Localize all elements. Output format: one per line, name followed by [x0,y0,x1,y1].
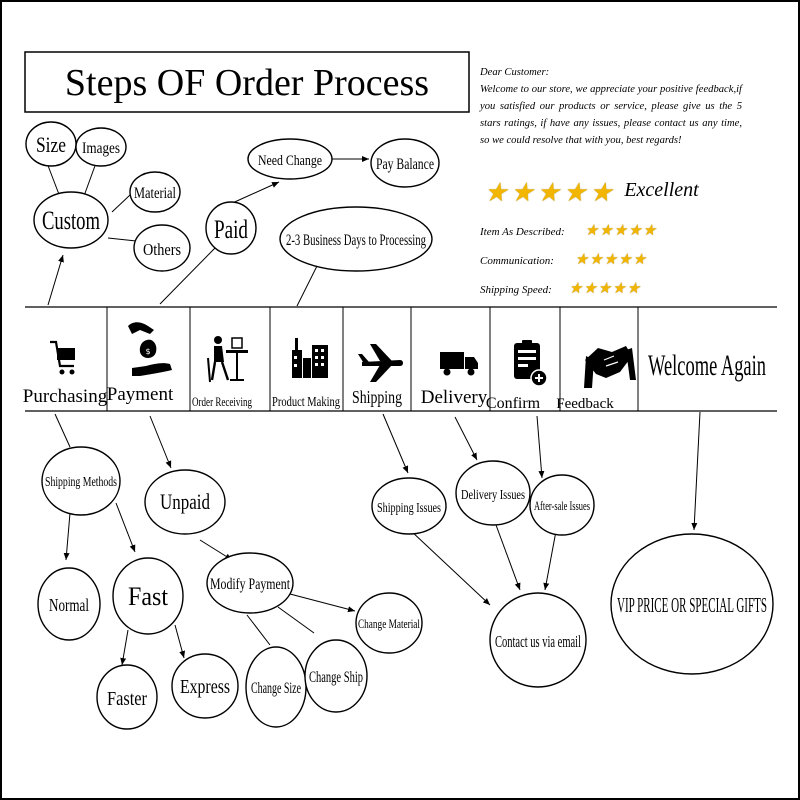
star-icon: ★ [562,178,587,207]
rating-label: Shipping Speed: [480,284,552,296]
star-icon: ★ [618,252,632,268]
step-label-feedback: Feedback [556,396,614,412]
node-faster: Faster [107,688,147,710]
star-icon: ★ [583,281,597,297]
rating-stars: ★★★★★ [568,281,641,297]
node-unpaid: Unpaid [160,489,210,514]
node-aftersale-issues: After-sale Issues [534,498,590,513]
node-need-change: Need Change [258,153,322,169]
svg-text:$: $ [145,347,150,356]
star-icon: ★ [536,178,560,207]
node-contact-email: Contact us via email [495,632,581,651]
airplane-icon [358,344,403,382]
overall-star-row: ★★★★★ [484,178,616,207]
step-label-delivery: Delivery [421,387,488,408]
node-vip-gifts: VIP PRICE OR SPECIAL GIFTS [617,593,767,617]
connectors-top [46,156,369,307]
overall-rating: ★★★★★ Excellent [484,178,699,208]
node-images: Images [82,140,120,157]
payment-hand-icon: $ [128,322,172,376]
node-paid: Paid [214,215,248,244]
overall-rating-label: Excellent [624,179,699,201]
star-icon: ★ [599,223,613,239]
star-icon: ★ [589,252,603,268]
node-shipping-issues: Shipping Issues [377,501,441,516]
node-change-size: Change Size [251,680,301,697]
truck-icon [440,352,478,376]
letter-greeting: Dear Customer: [480,67,550,78]
star-icon: ★ [613,223,628,239]
step-label-payment: Payment [107,384,174,405]
step-label-product-making: Product Making [272,395,340,410]
node-normal: Normal [49,595,89,615]
node-processing-time: 2-3 Business Days to Processing [286,232,426,249]
rating-item-described: Item As Described: ★★★★★ [480,221,657,240]
star-icon: ★ [612,281,626,297]
rating-stars: ★★★★★ [574,252,647,268]
node-delivery-issues: Delivery Issues [461,488,525,503]
step-label-confirm: Confirm [486,395,541,412]
letter-body: Welcome to our store, we appreciate your… [480,84,742,146]
ellipse-nodes [25,121,774,730]
star-icon: ★ [642,223,657,239]
star-icon: ★ [632,252,647,268]
page-title: Steps OF Order Process [65,62,429,104]
star-icon: ★ [589,178,613,207]
node-size: Size [36,132,66,157]
node-custom: Custom [42,206,100,235]
node-change-ship: Change Ship [309,669,363,686]
shopping-cart-icon [50,340,75,375]
star-icon: ★ [597,281,612,297]
title-box: Steps OF Order Process [24,51,470,113]
rating-communication: Communication: ★★★★★ [480,250,647,269]
node-change-material: Change Material [358,616,420,631]
step-label-welcome-again: Welcome Again [648,349,766,382]
star-icon: ★ [628,223,642,239]
node-express: Express [180,676,230,698]
customer-letter: Dear Customer: Welcome to our store, we … [480,64,742,149]
star-icon: ★ [626,281,641,297]
node-material: Material [134,185,176,202]
node-others: Others [143,240,181,259]
star-icon: ★ [574,252,589,268]
step-label-order-receiving: Order Receiving [192,394,252,409]
rating-label: Communication: [480,255,554,267]
node-pay-balance: Pay Balance [376,156,434,173]
star-icon: ★ [510,178,534,207]
step-label-purchasing: Purchasing [23,386,108,407]
star-icon: ★ [484,178,508,207]
star-icon: ★ [603,252,618,268]
node-shipping-methods: Shipping Methods [45,475,117,490]
rating-label: Item As Described: [480,226,565,238]
handshake-icon [584,346,636,388]
rating-shipping-speed: Shipping Speed: ★★★★★ [480,279,641,298]
factory-icon [292,338,328,378]
connectors-bottom [54,411,701,666]
office-worker-icon [207,336,248,383]
timeline-dividers [106,307,639,411]
node-modify-payment: Modify Payment [210,576,290,593]
star-icon: ★ [568,281,583,297]
rating-stars: ★★★★★ [584,223,657,239]
step-label-shipping: Shipping [352,387,402,407]
node-fast: Fast [128,582,169,611]
clipboard-add-icon [514,340,548,387]
star-icon: ★ [584,223,599,239]
